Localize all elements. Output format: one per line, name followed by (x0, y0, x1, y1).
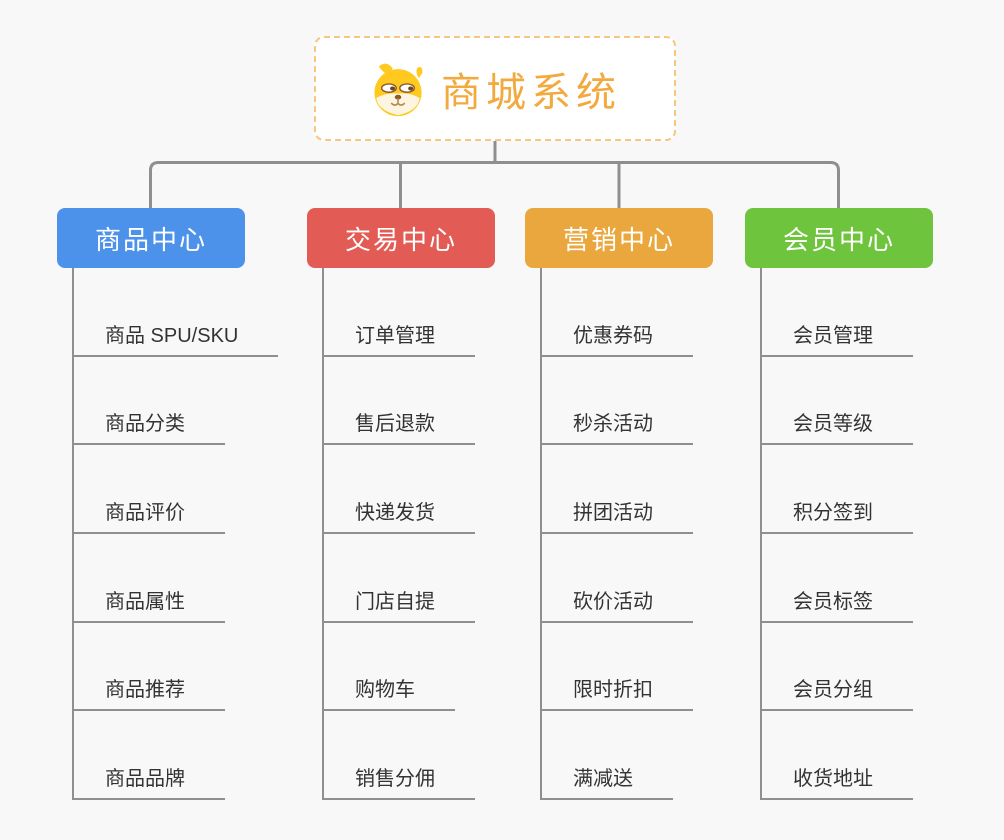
leaf-topic[interactable]: 收货地址 (762, 711, 913, 801)
leaf-topic[interactable]: 优惠券码 (542, 268, 693, 357)
branch-topic-label: 商品中心 (94, 224, 207, 255)
leaf-column-marketing: 优惠券码 秒杀活动 拼团活动 砍价活动 限时折扣 满减送 (540, 268, 693, 801)
leaf-topic[interactable]: 商品评价 (74, 445, 225, 535)
leaf-topic[interactable]: 订单管理 (324, 268, 475, 357)
leaf-topic[interactable]: 商品分类 (74, 357, 225, 446)
leaf-topic[interactable]: 砍价活动 (542, 534, 693, 623)
leaf-topic[interactable]: 秒杀活动 (542, 357, 693, 446)
leaf-topic[interactable]: 商品品牌 (74, 711, 225, 801)
branch-topic-member-center[interactable]: 会员中心 (745, 208, 933, 268)
root-topic[interactable]: 商城系统 (314, 36, 676, 141)
shiba-dog-icon (374, 63, 423, 116)
leaf-topic[interactable]: 商品属性 (74, 534, 225, 623)
leaf-topic[interactable]: 购物车 (324, 623, 455, 712)
leaf-topic[interactable]: 积分签到 (762, 445, 913, 535)
leaf-topic[interactable]: 售后退款 (324, 357, 475, 446)
leaf-column-member: 会员管理 会员等级 积分签到 会员标签 会员分组 收货地址 (760, 268, 913, 801)
root-topic-label: 商城系统 (441, 70, 621, 115)
leaf-topic[interactable]: 商品 SPU/SKU (74, 268, 279, 357)
branch-topic-product-center[interactable]: 商品中心 (57, 208, 245, 268)
leaf-column-product: 商品 SPU/SKU 商品分类 商品评价 商品属性 商品推荐 商品品牌 (72, 268, 279, 801)
branch-topic-trade-center[interactable]: 交易中心 (307, 208, 495, 268)
leaf-topic[interactable]: 拼团活动 (542, 445, 693, 535)
leaf-topic[interactable]: 销售分佣 (324, 711, 475, 801)
leaf-topic[interactable]: 门店自提 (324, 534, 475, 623)
leaf-topic[interactable]: 会员等级 (762, 357, 913, 446)
branch-topic-label: 交易中心 (344, 224, 457, 255)
branch-topic-label: 会员中心 (782, 224, 895, 255)
leaf-topic[interactable]: 会员标签 (762, 534, 913, 623)
leaf-topic[interactable]: 会员分组 (762, 623, 913, 712)
leaf-topic[interactable]: 限时折扣 (542, 623, 693, 712)
leaf-topic[interactable]: 会员管理 (762, 268, 913, 357)
leaf-topic[interactable]: 满减送 (542, 711, 673, 801)
branch-topic-marketing-center[interactable]: 营销中心 (525, 208, 713, 268)
leaf-column-trade: 订单管理 售后退款 快递发货 门店自提 购物车 销售分佣 (322, 268, 475, 801)
branch-topic-label: 营销中心 (562, 224, 675, 255)
leaf-topic[interactable]: 商品推荐 (74, 623, 225, 712)
leaf-topic[interactable]: 快递发货 (324, 445, 475, 535)
